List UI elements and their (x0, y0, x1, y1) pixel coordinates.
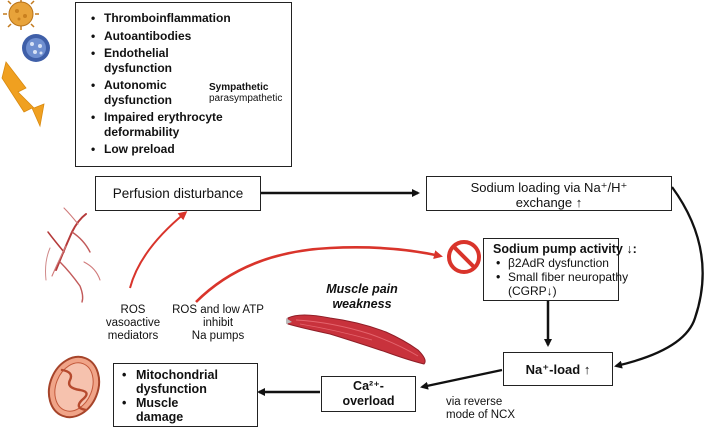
factor-autonomic-dysfunction: Autonomic dysfunction (91, 78, 236, 107)
atp-label-line3: Na pumps (191, 330, 245, 342)
factor-autoantibodies: Autoantibodies (91, 29, 236, 44)
lightning-arrow-icon (1, 61, 45, 128)
red-arrows (129, 211, 443, 303)
sodium-loading-box: Sodium loading via Na⁺/H⁺ exchange ↑ (426, 176, 672, 211)
ros-label-line3: mediators (107, 330, 159, 342)
sodium-loading-line1: Sodium loading via Na⁺/H⁺ (470, 180, 628, 195)
atp-label: ROS and low ATP inhibit Na pumps (168, 304, 268, 343)
mito-bullet-1-marker: • (122, 368, 127, 382)
sympathetic-label: Sympathetic (209, 82, 269, 93)
ncx-label-line1: via reverse (446, 396, 503, 408)
ncx-label-line2: mode of NCX (446, 409, 516, 421)
mito-item-1-line2: dysfunction (136, 382, 207, 396)
sodium-pump-box: Sodium pump activity ↓: • β2AdR dysfunct… (483, 238, 637, 301)
ca-overload-line1: Ca²⁺- (353, 379, 384, 393)
arrows (257, 186, 704, 396)
mito-item-2-line2: damage (136, 410, 184, 424)
arrow-sodium-loading-to-na-load (614, 186, 704, 369)
ros-label-line1: ROS (120, 304, 146, 316)
factor-low-preload: Low preload (91, 142, 236, 157)
perfusion-disturbance-label: Perfusion disturbance (112, 186, 244, 201)
factor-erythrocyte-deformability: Impaired erythrocyte deformability (91, 110, 244, 139)
muscle-pain-label: Muscle pain weakness (322, 282, 402, 312)
arrow-na-load-to-ca-overload (420, 368, 503, 390)
ncx-label: via reverse mode of NCX (446, 396, 515, 422)
atp-label-line1: ROS and low ATP (172, 304, 264, 316)
na-load-label: Na⁺-load ↑ (525, 362, 591, 377)
mito-bullet-2-marker: • (122, 396, 127, 410)
coronavirus-icon (3, 0, 39, 30)
ca-overload-box: Ca²⁺- overload (321, 376, 416, 412)
factor-endothelial-dysfunction: Endothelial dysfunction (91, 46, 236, 75)
sodium-pump-title: Sodium pump activity ↓: (493, 242, 637, 256)
mito-item-2-line1: Muscle (136, 396, 179, 410)
pump-item-2-line2: (CGRP↓) (508, 284, 557, 298)
pump-item-2-line1: Small fiber neuropathy (508, 270, 629, 284)
prohibition-icon (447, 240, 481, 274)
sodium-loading-line2: exchange ↑ (515, 195, 583, 210)
muscle-icon (286, 314, 426, 365)
factors-list: Thromboinflammation Autoantibodies Endot… (88, 11, 236, 157)
atp-label-line2: inhibit (202, 317, 234, 329)
ca-overload-line2: overload (342, 394, 395, 408)
mito-item-1-line1: Mitochondrial (136, 368, 218, 382)
ros-label-line2: vasoactive (105, 317, 161, 329)
mitochondrion-icon (47, 355, 101, 419)
blood-vessels-icon (45, 207, 101, 303)
factors-box: Thromboinflammation Autoantibodies Endot… (75, 2, 292, 167)
arrow-ros-to-perfusion (129, 211, 188, 289)
muscle-pain-line2: weakness (332, 297, 392, 311)
arrow-atp-to-sodium-pump (195, 246, 443, 303)
na-load-box: Na⁺-load ↑ (503, 352, 613, 386)
ros-label: ROS vasoactive mediators (98, 304, 168, 343)
factor-thromboinflammation: Thromboinflammation (91, 11, 236, 26)
pump-bullet-1-marker: • (496, 256, 501, 270)
mitochondrial-damage-box: • Mitochondrial dysfunction • Muscle dam… (113, 363, 258, 427)
parasympathetic-label: parasympathetic (209, 93, 283, 104)
perfusion-disturbance-box: Perfusion disturbance (95, 176, 261, 211)
virus-icon (22, 34, 50, 62)
pump-item-1: β2AdR dysfunction (508, 256, 609, 270)
muscle-pain-line1: Muscle pain (326, 282, 398, 296)
pump-bullet-2-marker: • (496, 270, 501, 284)
